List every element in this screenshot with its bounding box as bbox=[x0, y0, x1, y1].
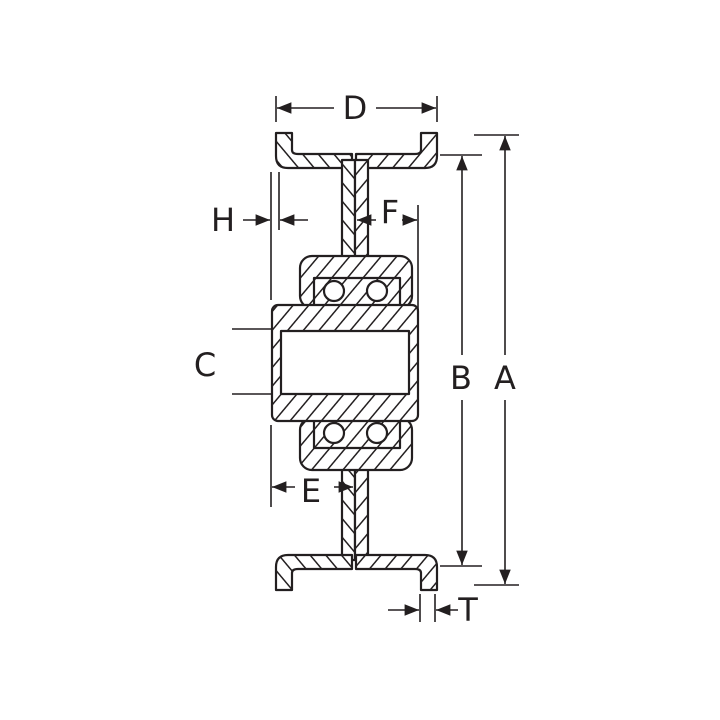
bottom-flange-left bbox=[274, 553, 354, 592]
ball-bearing bbox=[365, 421, 389, 445]
top-flange-left bbox=[274, 131, 354, 170]
web-right-bottom bbox=[353, 458, 370, 562]
ball-bearing bbox=[322, 279, 346, 303]
dimension-label-b: B bbox=[450, 359, 472, 397]
bottom-flange-right bbox=[354, 553, 439, 592]
dimension-label-h: H bbox=[211, 201, 235, 239]
bore bbox=[279, 329, 411, 396]
dimension-label-t: T bbox=[457, 591, 478, 629]
web-left-bottom bbox=[340, 458, 357, 562]
dimension-label-a: A bbox=[494, 359, 516, 397]
dimension-label-d: D bbox=[343, 89, 368, 127]
dimension-label-c: C bbox=[194, 346, 216, 384]
dimension-label-f: F bbox=[381, 193, 399, 231]
ball-bearing bbox=[322, 421, 346, 445]
ball-bearing bbox=[365, 279, 389, 303]
web-right bbox=[353, 158, 370, 262]
web-left bbox=[340, 158, 357, 262]
dimension-label-e: E bbox=[301, 472, 321, 510]
top-flange-right bbox=[354, 131, 439, 170]
